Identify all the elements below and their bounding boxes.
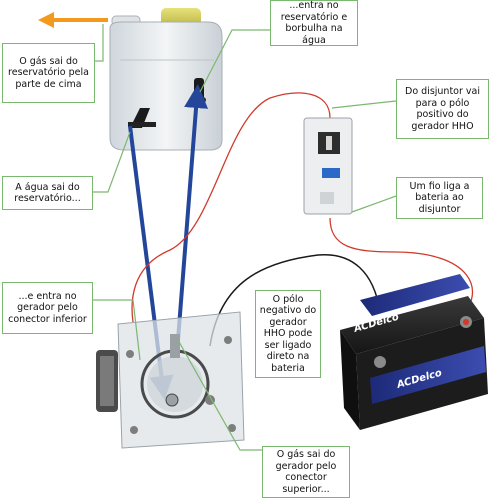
hho-generator bbox=[96, 311, 245, 449]
car-battery: ACDelco ACDelco bbox=[340, 274, 488, 430]
gas-out-arrow bbox=[38, 12, 108, 28]
callout-water-exits-text: A água sai do reservatório... bbox=[14, 181, 81, 205]
black-wire bbox=[209, 254, 381, 347]
callout-breaker-to-positive: Do disjuntor vai para o pólo positivo do… bbox=[396, 79, 489, 139]
callout-wire-to-breaker-text: Um fio liga a bateria ao disjuntor bbox=[409, 180, 470, 215]
callout-wire-to-breaker: Um fio liga a bateria ao disjuntor bbox=[396, 177, 483, 219]
callout-breaker-to-positive-text: Do disjuntor vai para o pólo positivo do… bbox=[405, 86, 480, 132]
circuit-breaker bbox=[303, 117, 353, 215]
callout-water-exits: A água sai do reservatório... bbox=[2, 176, 93, 210]
callout-enters-reservoir-text: ...entra no reservatório e borbulha na á… bbox=[280, 0, 348, 46]
hose-gas-out bbox=[176, 84, 209, 341]
callout-enters-generator-text: ...e entra no gerador pelo conector infe… bbox=[8, 290, 87, 325]
callout-gas-exits-reservoir-text: O gás sai do reservatório pela parte de … bbox=[8, 55, 89, 90]
callout-negative-pole-text: O pólo negativo do gerador HHO pode ser … bbox=[259, 293, 317, 374]
callout-gas-exits-generator: O gás sai do gerador pelo conector super… bbox=[262, 446, 350, 498]
red-wires bbox=[131, 92, 474, 323]
callout-negative-pole: O pólo negativo do gerador HHO pode ser … bbox=[255, 290, 321, 378]
callout-leaders bbox=[93, 24, 397, 451]
water-reservoir bbox=[109, 8, 223, 151]
callout-gas-exits-generator-text: O gás sai do gerador pelo conector super… bbox=[275, 449, 337, 495]
callout-enters-reservoir: ...entra no reservatório e borbulha na á… bbox=[270, 0, 358, 46]
callout-enters-generator: ...e entra no gerador pelo conector infe… bbox=[2, 282, 93, 334]
callout-gas-exits-reservoir: O gás sai do reservatório pela parte de … bbox=[2, 43, 95, 103]
